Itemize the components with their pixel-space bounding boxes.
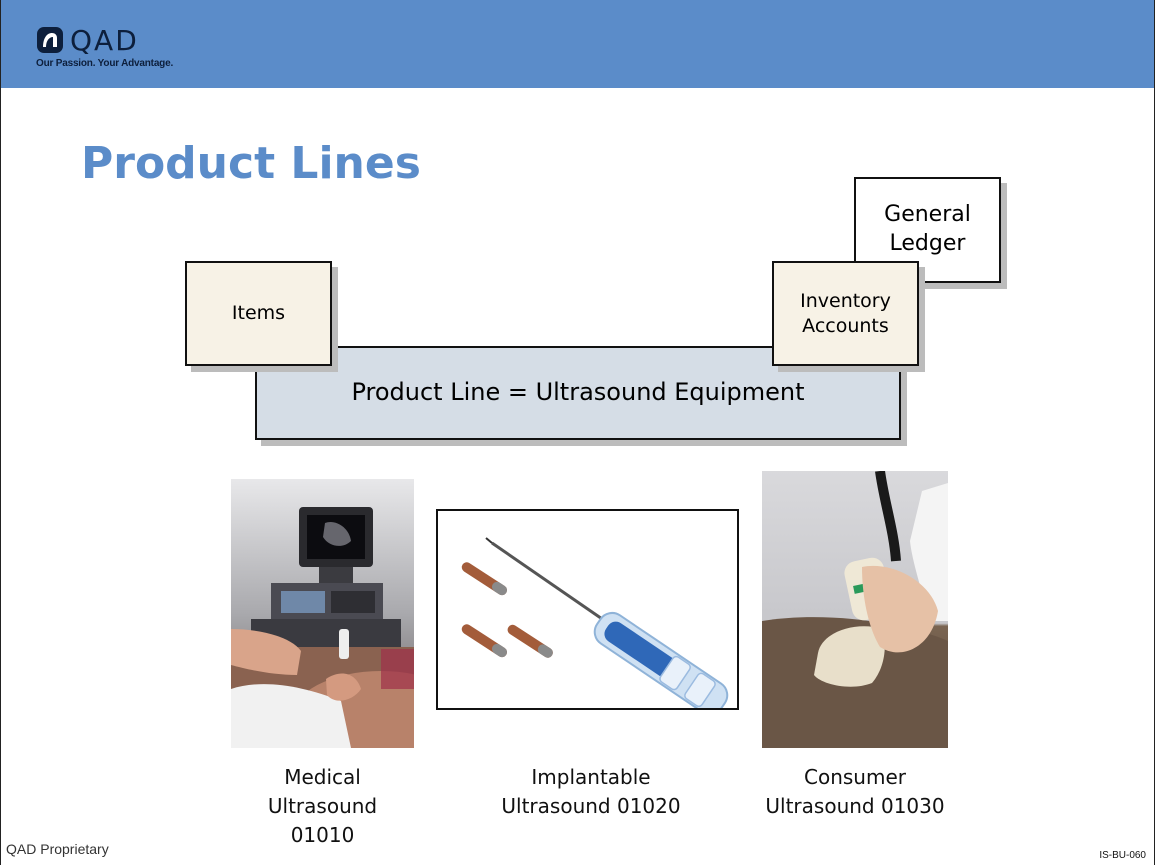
items-box: Items <box>185 261 332 366</box>
caption-implantable: Implantable Ultrasound 01020 <box>501 765 681 818</box>
footer-proprietary: QAD Proprietary <box>6 841 109 857</box>
items-label: Items <box>231 302 286 325</box>
implantable-ultrasound-photo <box>436 509 739 710</box>
caption-medical: Medical Ultrasound 01010 <box>267 765 378 847</box>
caption-consumer: Consumer Ultrasound 01030 <box>765 765 945 818</box>
product-line-box: Product Line = Ultrasound Equipment <box>255 346 901 440</box>
header-banner: QAD Our Passion. Your Advantage. <box>1 0 1154 88</box>
slide-title: Product Lines <box>81 138 421 189</box>
implant-syringe-image <box>438 511 737 708</box>
product-line-label: Product Line = Ultrasound Equipment <box>351 378 805 407</box>
handheld-probe-image <box>762 471 948 748</box>
logo-tagline: Our Passion. Your Advantage. <box>36 58 174 69</box>
consumer-ultrasound-photo <box>762 471 948 748</box>
inventory-accounts-label: Inventory Accounts <box>800 289 891 337</box>
qad-logo-icon <box>37 27 63 53</box>
medical-ultrasound-photo <box>231 479 414 748</box>
ultrasound-machine-image <box>231 479 414 748</box>
qad-logo: QAD Our Passion. Your Advantage. <box>36 24 186 80</box>
inventory-accounts-box: Inventory Accounts <box>772 261 919 366</box>
footer-slide-code: IS-BU-060 <box>1099 850 1146 861</box>
general-ledger-label: General Ledger <box>884 202 971 256</box>
logo-wordmark: QAD <box>70 24 139 57</box>
